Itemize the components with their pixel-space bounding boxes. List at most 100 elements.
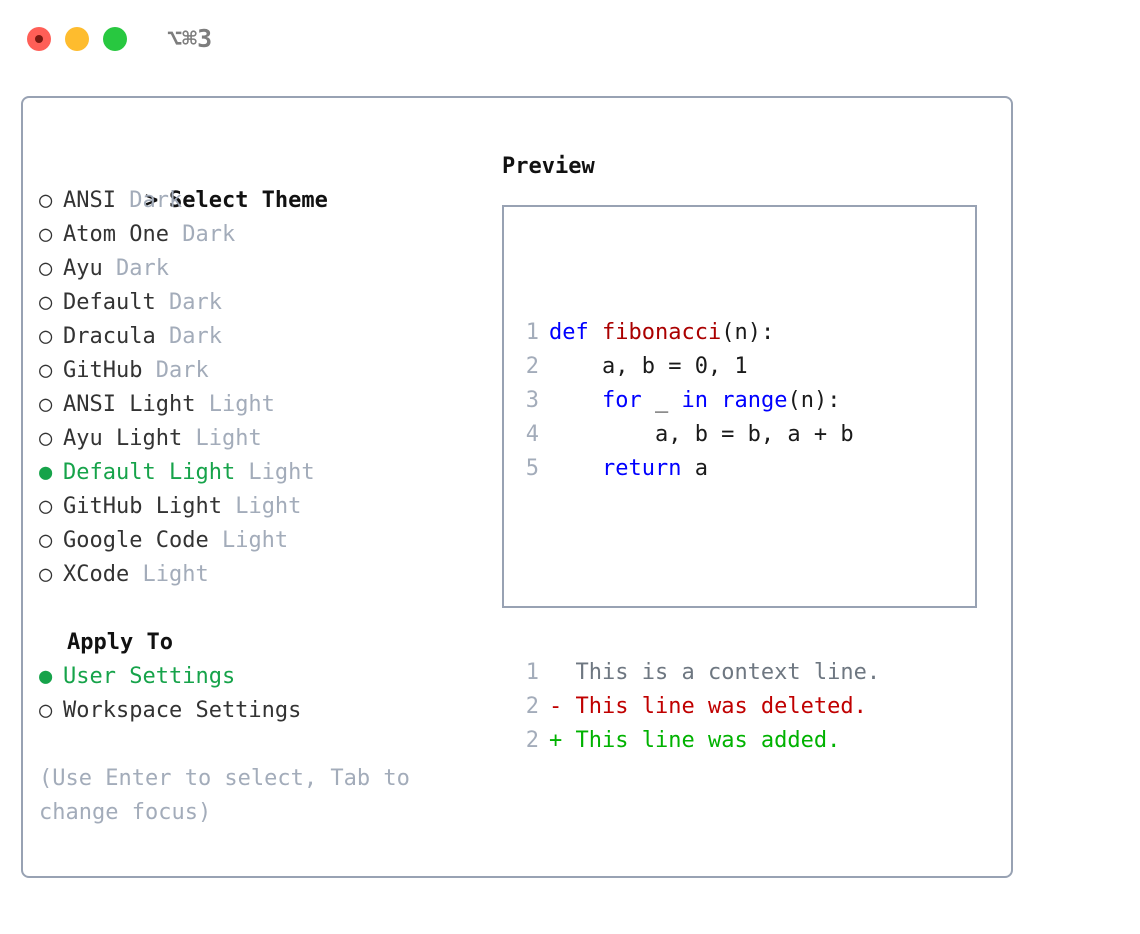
- theme-list-item[interactable]: ○ Ayu Light Light: [39, 422, 479, 456]
- code-token: range: [721, 388, 788, 413]
- code-token: [708, 388, 721, 413]
- selection-caret-icon: >: [144, 188, 172, 213]
- apply-to-list: ● User Settings○ Workspace Settings: [39, 660, 479, 728]
- diff-marker: +: [549, 728, 576, 753]
- theme-picker-panel: > Select Theme ○ ANSI Dark○ Atom One Dar…: [21, 96, 1013, 878]
- radio-unselected-icon: ○: [39, 528, 66, 553]
- code-line: 1 def fibonacci(n):: [515, 316, 880, 350]
- theme-name-label: ANSI Light: [63, 392, 196, 417]
- theme-variant-badge: Dark: [168, 222, 236, 247]
- theme-name-label: Ayu Light: [63, 426, 183, 451]
- apply-to-label-text: Workspace Settings: [63, 698, 302, 723]
- diff-line: 1 This is a context line.: [515, 656, 880, 690]
- theme-variant-badge: Light: [182, 426, 262, 451]
- theme-name-label: Default: [63, 290, 156, 315]
- preview-title: Preview: [502, 154, 595, 179]
- code-token: (n):: [721, 320, 775, 345]
- code-token: _: [641, 388, 682, 413]
- theme-list-item[interactable]: ○ Dracula Dark: [39, 320, 479, 354]
- maximize-button-icon[interactable]: [103, 27, 127, 51]
- hint-spacer: [39, 728, 479, 762]
- radio-unselected-icon: ○: [39, 222, 66, 247]
- theme-list-item[interactable]: ○ Google Code Light: [39, 524, 479, 558]
- apply-to-label: Apply To: [67, 630, 173, 655]
- line-number: 5: [525, 456, 539, 481]
- theme-variant-badge: Dark: [155, 324, 222, 349]
- theme-variant-badge: Light: [235, 460, 315, 485]
- code-token: (n):: [787, 388, 841, 413]
- theme-name-label: GitHub Light: [63, 494, 222, 519]
- theme-variant-badge: Light: [221, 494, 302, 519]
- code-token: def: [549, 320, 602, 345]
- radio-unselected-icon: ○: [39, 392, 66, 417]
- code-token: for: [601, 388, 642, 413]
- theme-name-label: Ayu: [63, 256, 103, 281]
- radio-unselected-icon: ○: [39, 562, 66, 587]
- theme-list-item[interactable]: ○ GitHub Light Light: [39, 490, 479, 524]
- theme-list-item[interactable]: ○ Default Dark: [39, 286, 479, 320]
- theme-list-item[interactable]: ○ XCode Light: [39, 558, 479, 592]
- code-token: fibonacci: [601, 320, 722, 345]
- radio-unselected-icon: ○: [39, 324, 66, 349]
- theme-name-label: Atom One: [63, 222, 169, 247]
- radio-unselected-icon: ○: [39, 426, 66, 451]
- code-line: 5 return a: [515, 452, 880, 486]
- apply-to-item[interactable]: ● User Settings: [39, 660, 479, 694]
- theme-variant-badge: Light: [195, 392, 275, 417]
- list-spacer: [39, 592, 479, 626]
- line-number: 3: [525, 388, 539, 413]
- close-button-icon[interactable]: [27, 27, 51, 51]
- theme-variant-badge: Dark: [115, 188, 183, 213]
- line-number: 4: [525, 422, 539, 447]
- diff-text: This line was deleted.: [575, 694, 867, 719]
- theme-list-item[interactable]: ○ GitHub Dark: [39, 354, 479, 388]
- code-token: [549, 388, 602, 413]
- radio-unselected-icon: ○: [39, 256, 66, 281]
- theme-variant-badge: Dark: [102, 256, 169, 281]
- select-theme-heading: > Select Theme: [39, 150, 479, 213]
- theme-variant-badge: Dark: [155, 290, 222, 315]
- minimize-button-icon[interactable]: [65, 27, 89, 51]
- theme-variant-badge: Dark: [142, 358, 209, 383]
- theme-list-item[interactable]: ○ ANSI Dark: [39, 184, 479, 218]
- code-token: in: [681, 388, 708, 413]
- apply-to-item[interactable]: ○ Workspace Settings: [39, 694, 479, 728]
- theme-list-item[interactable]: ○ ANSI Light Light: [39, 388, 479, 422]
- diff-line: 2+ This line was added.: [515, 724, 880, 758]
- diff-marker: [549, 660, 576, 685]
- theme-name-label: ANSI: [63, 188, 116, 213]
- keyboard-shortcut-label: ⌥⌘3: [167, 24, 213, 53]
- theme-name-label: Default Light: [63, 460, 236, 485]
- code-token: a: [681, 456, 708, 481]
- code-line: 4 a, b = b, a + b: [515, 418, 880, 452]
- theme-name-label: Dracula: [63, 324, 156, 349]
- theme-name-label: Google Code: [63, 528, 209, 553]
- title-bar: ⌥⌘3: [0, 0, 1140, 78]
- apply-to-label-text: User Settings: [63, 664, 236, 689]
- radio-unselected-icon: ○: [39, 494, 66, 519]
- theme-list-item[interactable]: ○ Atom One Dark: [39, 218, 479, 252]
- radio-selected-icon: ●: [39, 664, 66, 689]
- code-line: 2 a, b = 0, 1: [515, 350, 880, 384]
- radio-unselected-icon: ○: [39, 358, 66, 383]
- radio-unselected-icon: ○: [39, 188, 66, 213]
- line-number: 2: [525, 354, 539, 379]
- line-number: 1: [525, 320, 539, 345]
- theme-list-item[interactable]: ● Default Light Light: [39, 456, 479, 490]
- code-line: 3 for _ in range(n):: [515, 384, 880, 418]
- code-token: return: [601, 456, 682, 481]
- theme-variant-badge: Light: [208, 528, 289, 553]
- select-theme-heading-label: Select Theme: [168, 188, 328, 213]
- theme-list-column: > Select Theme ○ ANSI Dark○ Atom One Dar…: [39, 150, 479, 830]
- theme-list-item[interactable]: ○ Ayu Dark: [39, 252, 479, 286]
- diff-text: This is a context line.: [575, 660, 881, 685]
- theme-name-label: XCode: [63, 562, 130, 587]
- theme-variant-badge: Light: [129, 562, 209, 587]
- code-token: [549, 456, 602, 481]
- diff-text: This line was added.: [575, 728, 841, 753]
- line-number: 1: [525, 660, 539, 685]
- code-token: a, b = b, a + b: [549, 422, 854, 447]
